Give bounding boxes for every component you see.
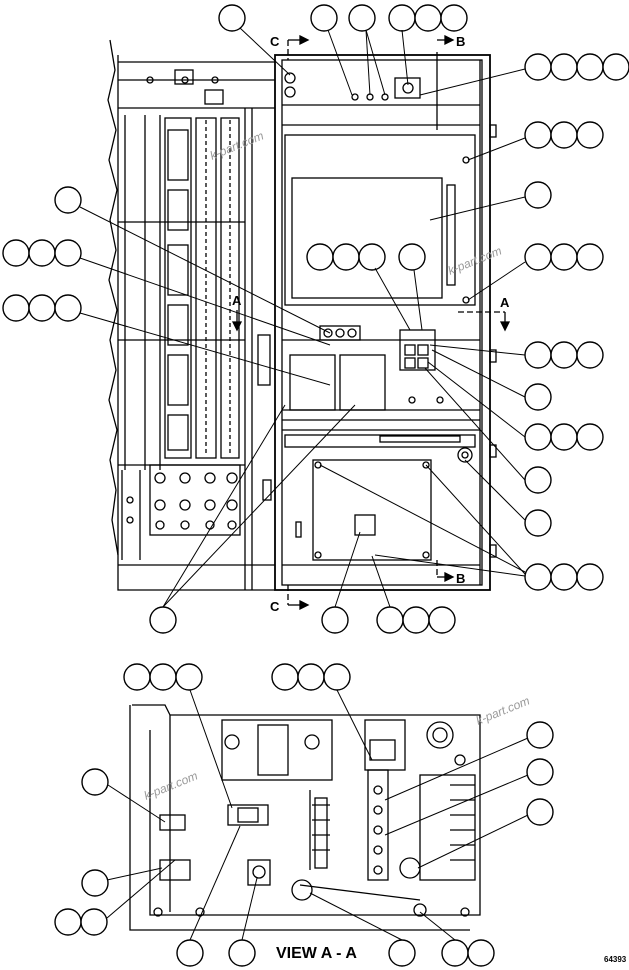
section-line-b (436, 34, 455, 583)
section-line-c (287, 34, 310, 611)
left-breaker-bay (107, 39, 275, 591)
view-a-a (129, 704, 481, 931)
section-mark-b-top: B (456, 34, 465, 49)
section-mark-c-top: C (270, 34, 280, 49)
leaders-upper (79, 27, 526, 608)
view-label: VIEW A - A (276, 945, 357, 962)
section-mark-c-bottom: C (270, 599, 280, 614)
watermark: k-part.com (474, 694, 532, 728)
section-line-a (231, 310, 511, 332)
control-cabinet (257, 52, 497, 591)
section-mark-a-right: A (500, 295, 510, 310)
figure-number: 64393 (604, 955, 627, 964)
callouts-upper (2, 4, 629, 634)
section-mark-a-left: A (232, 293, 242, 308)
section-mark-b-bottom: B (456, 571, 465, 586)
cabinet-view (107, 34, 511, 611)
leaders-lower (106, 689, 529, 941)
